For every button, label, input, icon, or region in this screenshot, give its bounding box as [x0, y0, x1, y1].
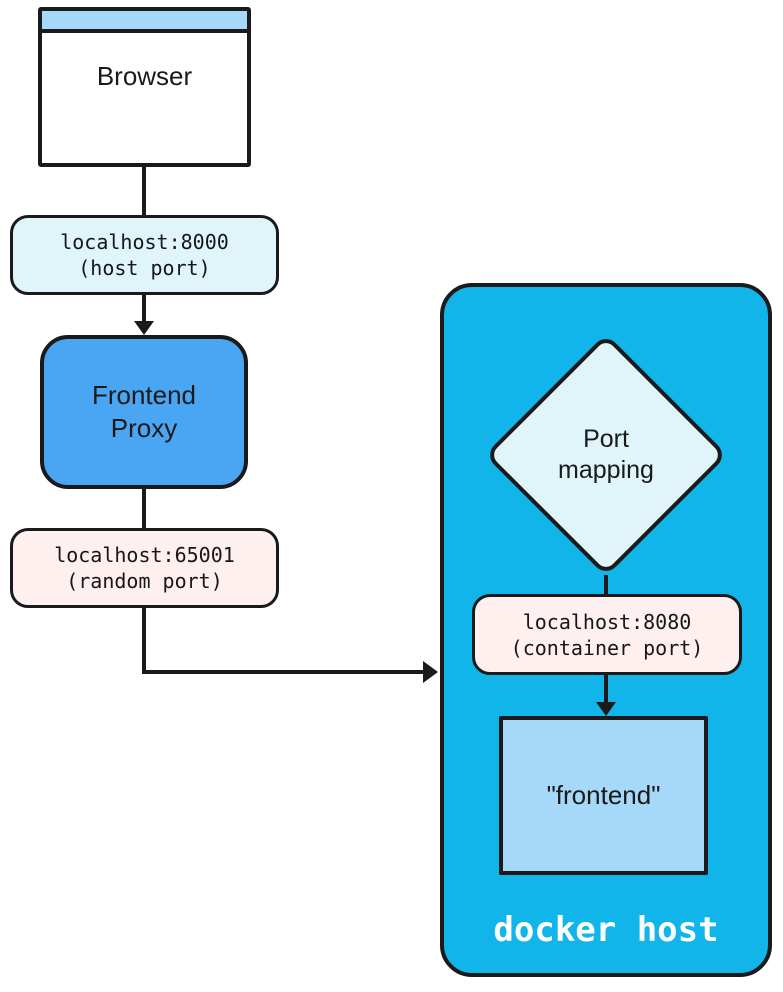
node-host-port: localhost:8000 (host port)	[10, 215, 279, 295]
host-port-address: localhost:8000	[60, 230, 229, 254]
arrowhead-down-icon	[596, 702, 616, 716]
edge-randomport-elbow-horizontal	[142, 670, 423, 674]
container-port-address: localhost:8080	[522, 609, 692, 634]
edge-diamond-to-containerport	[604, 575, 608, 596]
edge-containerport-to-frontend	[604, 675, 608, 703]
edge-proxy-to-randomport	[142, 489, 146, 528]
edge-randomport-elbow-vertical	[142, 608, 146, 674]
node-frontend-proxy: Frontend Proxy	[40, 335, 248, 489]
edge-browser-to-hostport	[142, 165, 146, 215]
port-mapping-label-line1: Port	[583, 425, 629, 453]
random-port-address: localhost:65001	[54, 543, 235, 567]
docker-host-label: docker host	[493, 910, 719, 950]
port-mapping-label-line2: mapping	[558, 456, 654, 484]
container-port-note: (container port)	[510, 635, 704, 660]
port-mapping-label: Port mapping	[505, 369, 707, 541]
frontend-container-label: "frontend"	[546, 780, 661, 810]
browser-titlebar	[42, 11, 247, 33]
host-port-note: (host port)	[78, 256, 211, 280]
frontend-proxy-label-line1: Frontend	[91, 380, 197, 410]
browser-label: Browser	[96, 61, 193, 91]
node-browser: Browser	[38, 7, 251, 167]
random-port-note: (random port)	[66, 569, 223, 593]
node-container-port: localhost:8080 (container port)	[472, 594, 742, 675]
edge-hostport-to-proxy	[142, 295, 146, 323]
frontend-proxy-label-line2: Proxy	[110, 413, 178, 443]
node-frontend-container: "frontend"	[499, 716, 708, 875]
arrowhead-right-icon	[423, 661, 438, 683]
node-random-port: localhost:65001 (random port)	[10, 528, 279, 608]
arrowhead-down-icon	[134, 321, 154, 335]
